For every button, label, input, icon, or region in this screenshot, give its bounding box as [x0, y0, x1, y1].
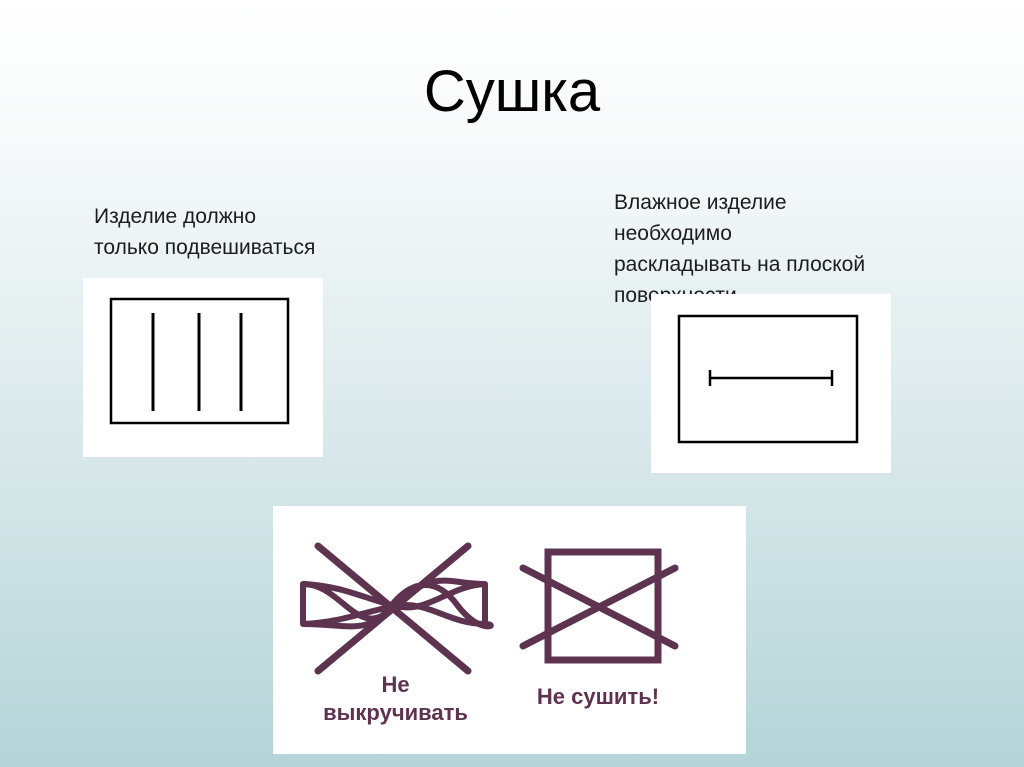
prohibited-symbols-card: Не выкручивать Не сушить! [273, 506, 746, 754]
slide-title: Сушка [423, 59, 601, 124]
do-not-wring-icon [300, 542, 494, 675]
caption-hang-dry: Изделие должно только подвешиваться [94, 201, 315, 263]
caption-flat-line-1: Влажное изделие [614, 191, 787, 214]
caption-hang-line-2: только подвешиваться [94, 236, 316, 259]
hang-dry-symbol-card [83, 278, 323, 457]
caption-hang-line-1: Изделие должно [94, 205, 257, 228]
caption-flat-line-2: необходимо [614, 222, 732, 245]
caption-flat-line-3: раскладывать на плоской [614, 253, 866, 276]
do-not-dry-icon [519, 548, 679, 664]
no-wring-label-line-2: выкручивать [323, 700, 468, 725]
dry-flat-symbol-card [651, 294, 891, 473]
drip-dry-icon [109, 297, 290, 425]
no-wring-label-line-1: Не [381, 672, 410, 697]
caption-dry-flat: Влажное изделие необходимо раскладывать … [614, 187, 865, 311]
no-dry-label: Не сушить! [536, 684, 660, 709]
no-wring-label: Не выкручивать [293, 671, 498, 727]
dry-flat-icon [677, 314, 859, 444]
